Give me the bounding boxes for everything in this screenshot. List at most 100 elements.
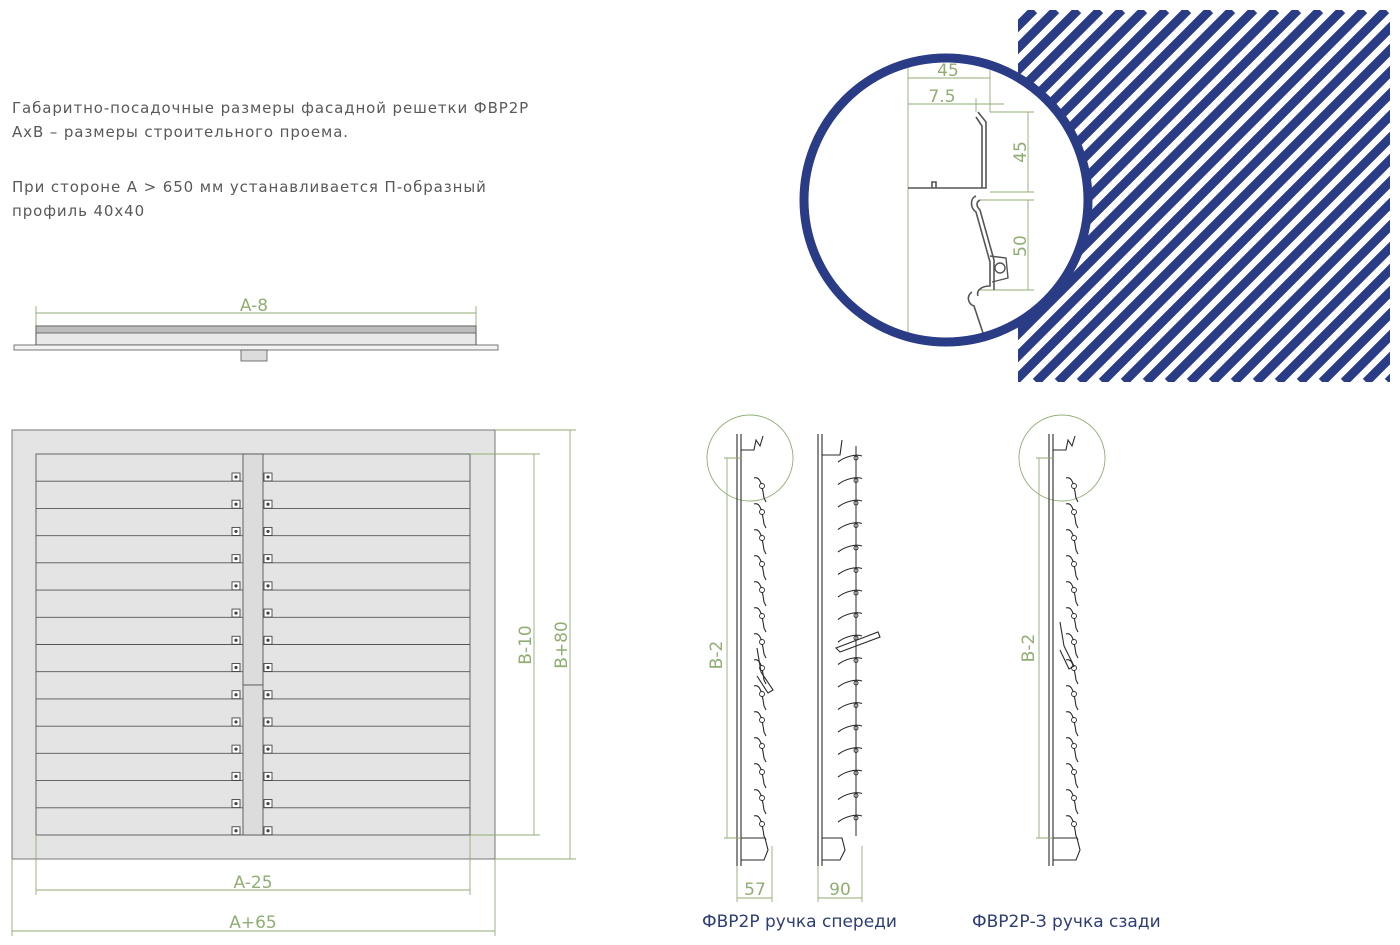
pivot-rivet — [266, 720, 270, 724]
pivot-rivet — [266, 638, 270, 642]
hatch-stripe — [1186, 175, 1390, 382]
section-slat — [837, 747, 863, 755]
pivot-rivet — [266, 747, 270, 751]
pivot-rivet — [234, 611, 238, 615]
hatch-stripe — [1018, 10, 1126, 121]
section-slat — [837, 792, 863, 800]
pivot-rivet — [266, 475, 270, 479]
dim-side-height-front: B-2 — [707, 641, 727, 670]
hatch-stripe — [1018, 10, 1148, 143]
slat — [1065, 763, 1079, 789]
slat — [753, 685, 767, 711]
section-slat — [837, 814, 863, 823]
slat-pivot — [759, 613, 765, 619]
section-slat — [837, 477, 863, 485]
slat — [1065, 737, 1079, 763]
pivot-rivet — [266, 693, 270, 697]
pivot-rivet — [234, 801, 238, 806]
hatch-stripe — [1018, 10, 1170, 165]
slat-pivot — [1071, 613, 1077, 619]
dim-side-height-rear: B-2 — [1019, 634, 1039, 663]
side-view-rear-handle: B-2 — [1018, 414, 1106, 866]
hatch-stripe — [1230, 219, 1390, 382]
slat — [753, 607, 767, 633]
slat-pivot — [1071, 587, 1077, 593]
slat — [1065, 659, 1079, 685]
hatch-stripe — [1076, 65, 1390, 382]
slat-pivot — [1071, 821, 1077, 827]
pivot-rivet — [266, 611, 270, 615]
hatch-stripe — [1098, 87, 1390, 382]
slat — [753, 555, 767, 581]
slat-pivot — [1071, 535, 1077, 541]
slat — [1065, 685, 1079, 711]
pivot-rivet — [234, 638, 238, 642]
slat — [753, 737, 767, 763]
pivot-rivet — [234, 829, 238, 833]
section-slat — [837, 679, 863, 688]
slat — [1065, 815, 1079, 841]
slat-pivot — [759, 535, 765, 541]
hatch-stripe — [1120, 109, 1390, 382]
slat-pivot — [759, 587, 765, 593]
slat-pivot — [759, 821, 765, 827]
pivot-rivet — [234, 502, 238, 506]
slat-pivot — [1071, 561, 1077, 567]
slat — [753, 477, 767, 503]
slat — [1065, 503, 1079, 529]
pivot-rivet — [266, 829, 270, 833]
slat-pivot — [759, 509, 765, 515]
hatch-stripe — [1018, 10, 1302, 297]
section-slat — [837, 567, 863, 575]
section-slat — [837, 589, 863, 598]
section-view: 90 — [817, 434, 881, 902]
hatch-stripe — [1274, 263, 1390, 382]
section-slat — [837, 634, 863, 643]
detail-magnifier: 45 7.5 45 50 — [799, 53, 1093, 347]
slat — [1065, 711, 1079, 737]
slat-pivot — [759, 743, 765, 749]
dim-top-width: A-8 — [240, 296, 268, 316]
slat-pivot — [759, 717, 765, 723]
hatch-stripe — [1018, 10, 1390, 382]
section-slat — [837, 769, 863, 778]
hatch-stripe — [1142, 131, 1390, 382]
hatch-stripe — [1384, 373, 1390, 382]
pivot-rivet — [234, 774, 238, 778]
section-slat — [837, 612, 863, 620]
slat-pivot — [759, 561, 765, 567]
pivot-rivet — [234, 747, 238, 751]
hatch-stripe — [1018, 10, 1346, 341]
hatch-stripe — [1018, 10, 1192, 187]
pivot-rivet — [266, 774, 270, 778]
slat-pivot — [1071, 509, 1077, 515]
slat — [753, 815, 767, 841]
slat — [753, 529, 767, 555]
hatch-stripe — [1032, 21, 1390, 382]
slat — [1065, 477, 1079, 503]
hatch-stripe — [1296, 285, 1390, 382]
slat-pivot — [1071, 483, 1077, 489]
dim-detail-top-width: 45 — [937, 61, 959, 81]
hatch-stripe — [1018, 10, 1104, 99]
pivot-rivet — [234, 529, 238, 534]
pivot-rivet — [234, 584, 238, 588]
slat-pivot — [759, 769, 765, 775]
dim-inner-width: A-25 — [233, 873, 272, 893]
slat-pivot — [1071, 795, 1077, 801]
pivot-rivet — [234, 665, 238, 670]
dim-outer-height: B+80 — [552, 621, 572, 669]
pivot-rivet — [266, 557, 270, 561]
slat — [753, 711, 767, 737]
hatch-stripe — [1054, 43, 1390, 382]
description-line-2: АхВ – размеры строительного проема. — [12, 123, 349, 141]
dim-detail-blade-height: 50 — [1011, 235, 1031, 257]
section-slat — [837, 454, 863, 463]
slat — [1065, 789, 1079, 815]
caption-rear-handle: ФВР2Р-З ручка сзади — [972, 912, 1161, 932]
description-line-4: профиль 40х40 — [12, 202, 146, 220]
slat — [753, 763, 767, 789]
dim-detail-frame-height: 45 — [1011, 141, 1031, 163]
slat-pivot — [1071, 639, 1077, 645]
